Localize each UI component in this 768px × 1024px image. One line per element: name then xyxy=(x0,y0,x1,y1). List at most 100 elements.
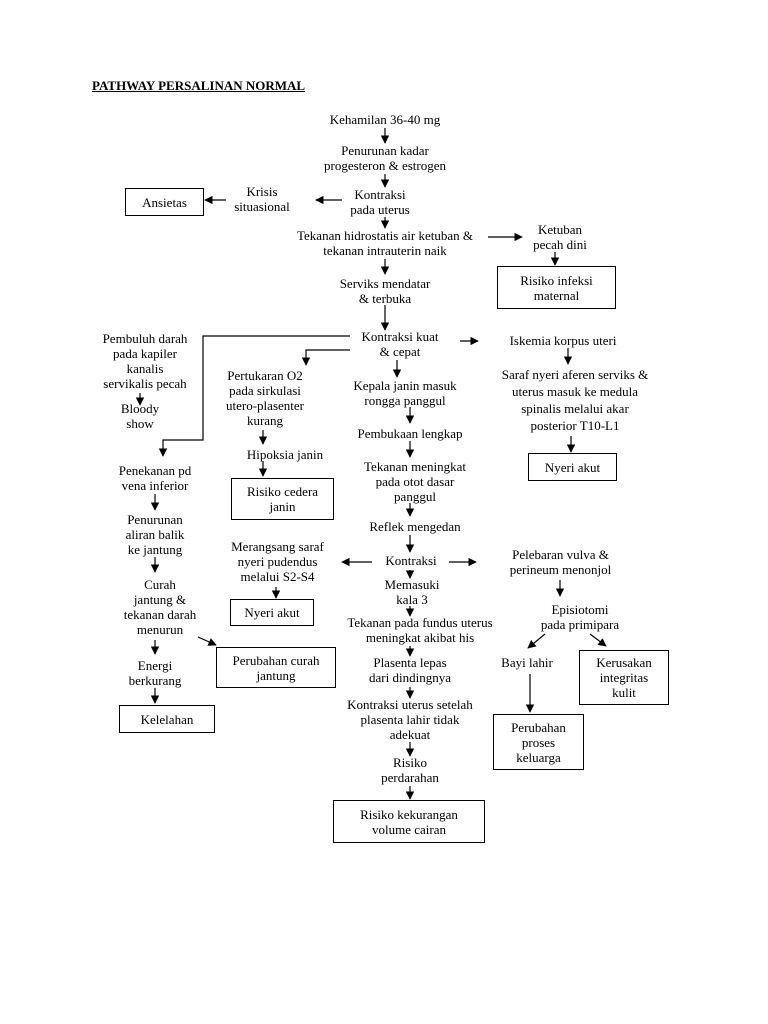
node-pelebaran: Pelebaran vulva & perineum menonjol xyxy=(478,547,643,577)
node-penurunan-kadar: Penurunan kadar progesteron & estrogen xyxy=(300,143,470,173)
node-iskemia: Iskemia korpus uteri xyxy=(478,333,648,348)
node-risiko-perdarahan-line2: perdarahan xyxy=(381,770,439,785)
node-risiko-perdarahan: Risiko perdarahan xyxy=(360,755,460,785)
diagnosis-risiko-cedera-line1: Risiko cedera xyxy=(246,484,319,499)
node-saraf-nyeri-line2: uterus masuk ke medula xyxy=(512,384,638,399)
node-iskemia-text: Iskemia korpus uteri xyxy=(509,333,617,348)
node-tekanan-fundus-line1: Tekanan pada fundus uterus xyxy=(347,615,493,630)
diagnosis-nyeri-akut-mid-text: Nyeri akut xyxy=(244,605,300,620)
node-kontraksi-uterus: Kontraksi pada uterus xyxy=(330,187,430,217)
node-kontraksi-center-text: Kontraksi xyxy=(385,553,437,568)
node-plasenta-line2: dari dindingnya xyxy=(369,670,451,685)
diagnosis-perubahan-proses-line2: proses xyxy=(521,734,556,750)
node-episiotomi: Episiotomi pada primipara xyxy=(520,602,640,632)
node-kontraksi-uterus-line2: pada uterus xyxy=(350,202,410,217)
node-energi: Energi berkurang xyxy=(110,658,200,688)
node-pertukaran-o2: Pertukaran O2 pada sirkulasi utero-plase… xyxy=(210,368,320,428)
diagnosis-risiko-infeksi-line2: maternal xyxy=(533,287,580,303)
node-serviks-line1: Serviks mendatar xyxy=(339,276,431,291)
node-bloody-line1: Bloody xyxy=(120,401,160,416)
node-penurunan-aliran-line2: aliran balik xyxy=(125,527,185,542)
node-saraf-nyeri-line1: Saraf nyeri aferen serviks & xyxy=(501,367,649,382)
diagnosis-perubahan-proses-line1: Perubahan xyxy=(511,719,566,735)
node-risiko-perdarahan-line1: Risiko xyxy=(393,755,427,770)
page-title: PATHWAY PERSALINAN NORMAL xyxy=(92,78,306,93)
node-serviks-line2: & terbuka xyxy=(358,291,412,306)
node-saraf-nyeri: Saraf nyeri aferen serviks & uterus masu… xyxy=(480,366,670,434)
node-tekanan-otot-line3: panggul xyxy=(394,489,436,504)
node-ketuban-line2: pecah dini xyxy=(533,237,587,252)
diagnosis-risiko-cedera: Risiko cedera janin xyxy=(231,478,334,520)
node-plasenta-line1: Plasenta lepas xyxy=(373,655,447,670)
node-kepala-line2: rongga panggul xyxy=(364,393,446,408)
node-pembukaan-text: Pembukaan lengkap xyxy=(357,426,463,441)
node-pembuluh-line4: servikalis pecah xyxy=(103,376,187,391)
node-kontraksi-setelah-line2: plasenta lahir tidak xyxy=(360,712,460,727)
node-bayi-lahir-text: Bayi lahir xyxy=(501,655,553,670)
diagnosis-ansietas-text: Ansietas xyxy=(142,194,187,210)
node-tekanan-otot-line2: pada otot dasar xyxy=(375,474,455,489)
node-curah-line4: menurun xyxy=(136,622,184,637)
node-kehamilan-text: Kehamilan 36-40 mg xyxy=(329,112,441,127)
node-bloody-line2: show xyxy=(126,416,154,431)
node-curah-line3: tekanan darah xyxy=(123,607,197,622)
node-kontraksi-kuat-line2: & cepat xyxy=(379,344,421,359)
diagnosis-risiko-infeksi-line1: Risiko infeksi xyxy=(520,272,593,288)
node-merangsang: Merangsang saraf nyeri pudendus melalui … xyxy=(215,539,340,584)
node-penurunan-kadar-line1: Penurunan kadar xyxy=(341,143,429,158)
diagnosis-kerusakan-line2: integritas xyxy=(599,670,649,685)
node-ketuban-line1: Ketuban xyxy=(537,222,583,237)
diagnosis-risiko-kekurangan-line2: volume cairan xyxy=(372,821,446,837)
node-pelebaran-line2: perineum menonjol xyxy=(509,562,612,577)
diagnosis-nyeri-akut-right-text: Nyeri akut xyxy=(544,459,601,475)
node-merangsang-line2: nyeri pudendus xyxy=(237,554,318,569)
diagnosis-risiko-cedera-line2: janin xyxy=(269,499,296,514)
node-tekanan-otot-line1: Tekanan meningkat xyxy=(364,459,466,474)
node-kepala-janin: Kepala janin masuk rongga panggul xyxy=(335,378,475,408)
node-pertukaran-line4: kurang xyxy=(246,413,284,428)
node-kontraksi-setelah-line1: Kontraksi uterus setelah xyxy=(347,697,473,712)
node-krisis-line1: Krisis xyxy=(246,184,278,199)
diagnosis-perubahan-curah: Perubahan curah jantung xyxy=(216,647,336,688)
node-penekanan-line1: Penekanan pd xyxy=(118,463,192,478)
diagnosis-risiko-kekurangan: Risiko kekurangan volume cairan xyxy=(333,800,485,843)
node-episiotomi-line1: Episiotomi xyxy=(551,602,609,617)
node-tekanan-fundus: Tekanan pada fundus uterus meningkat aki… xyxy=(330,615,510,645)
node-reflek: Reflek mengedan xyxy=(360,519,470,534)
node-pertukaran-line2: pada sirkulasi xyxy=(229,383,301,398)
node-penurunan-aliran-line3: ke jantung xyxy=(127,542,183,557)
node-penurunan-kadar-line2: progesteron & estrogen xyxy=(323,158,447,173)
node-pembuluh-line1: Pembuluh darah xyxy=(102,331,188,346)
node-energi-line2: berkurang xyxy=(128,673,182,688)
node-memasuki-line1: Memasuki xyxy=(384,577,440,592)
diagnosis-perubahan-curah-line1: Perubahan curah xyxy=(232,652,320,668)
node-pertukaran-line1: Pertukaran O2 xyxy=(227,368,303,383)
arrows xyxy=(135,128,607,800)
node-energi-line1: Energi xyxy=(137,658,173,673)
node-kontraksi-kuat: Kontraksi kuat & cepat xyxy=(340,329,460,359)
node-memasuki-line2: kala 3 xyxy=(396,592,428,607)
diagnosis-perubahan-proses: Perubahan proses keluarga xyxy=(493,714,584,770)
node-penekanan: Penekanan pd vena inferior xyxy=(100,463,210,493)
node-ketuban-pecah: Ketuban pecah dini xyxy=(520,222,600,252)
node-tekanan-otot: Tekanan meningkat pada otot dasar panggu… xyxy=(355,459,475,504)
node-saraf-nyeri-line4: posterior T10-L1 xyxy=(530,418,620,433)
node-merangsang-line1: Merangsang saraf xyxy=(231,539,324,554)
node-krisis-line2: situasional xyxy=(234,199,290,214)
node-penurunan-aliran: Penurunan aliran balik ke jantung xyxy=(105,512,205,557)
diagnosis-ansietas: Ansietas xyxy=(125,188,204,216)
node-tekanan-hidrostatis-line2: tekanan intrauterin naik xyxy=(323,243,447,258)
diagnosis-kelelahan: Kelelahan xyxy=(119,705,215,733)
diagnosis-kerusakan-line3: kulit xyxy=(612,685,636,700)
node-kontraksi-setelah: Kontraksi uterus setelah plasenta lahir … xyxy=(325,697,495,742)
diagnosis-perubahan-curah-line2: jantung xyxy=(256,667,296,683)
node-kepala-line1: Kepala janin masuk xyxy=(353,378,457,393)
diagnosis-kerusakan-integritas: Kerusakan integritas kulit xyxy=(579,650,669,705)
node-pembuluh-line2: pada kapiler xyxy=(113,346,177,361)
node-penurunan-aliran-line1: Penurunan xyxy=(127,512,183,527)
node-pertukaran-line3: utero-plasenter xyxy=(226,398,304,413)
node-merangsang-line3: melalui S2-S4 xyxy=(240,569,315,584)
node-memasuki: Memasuki kala 3 xyxy=(372,577,452,607)
